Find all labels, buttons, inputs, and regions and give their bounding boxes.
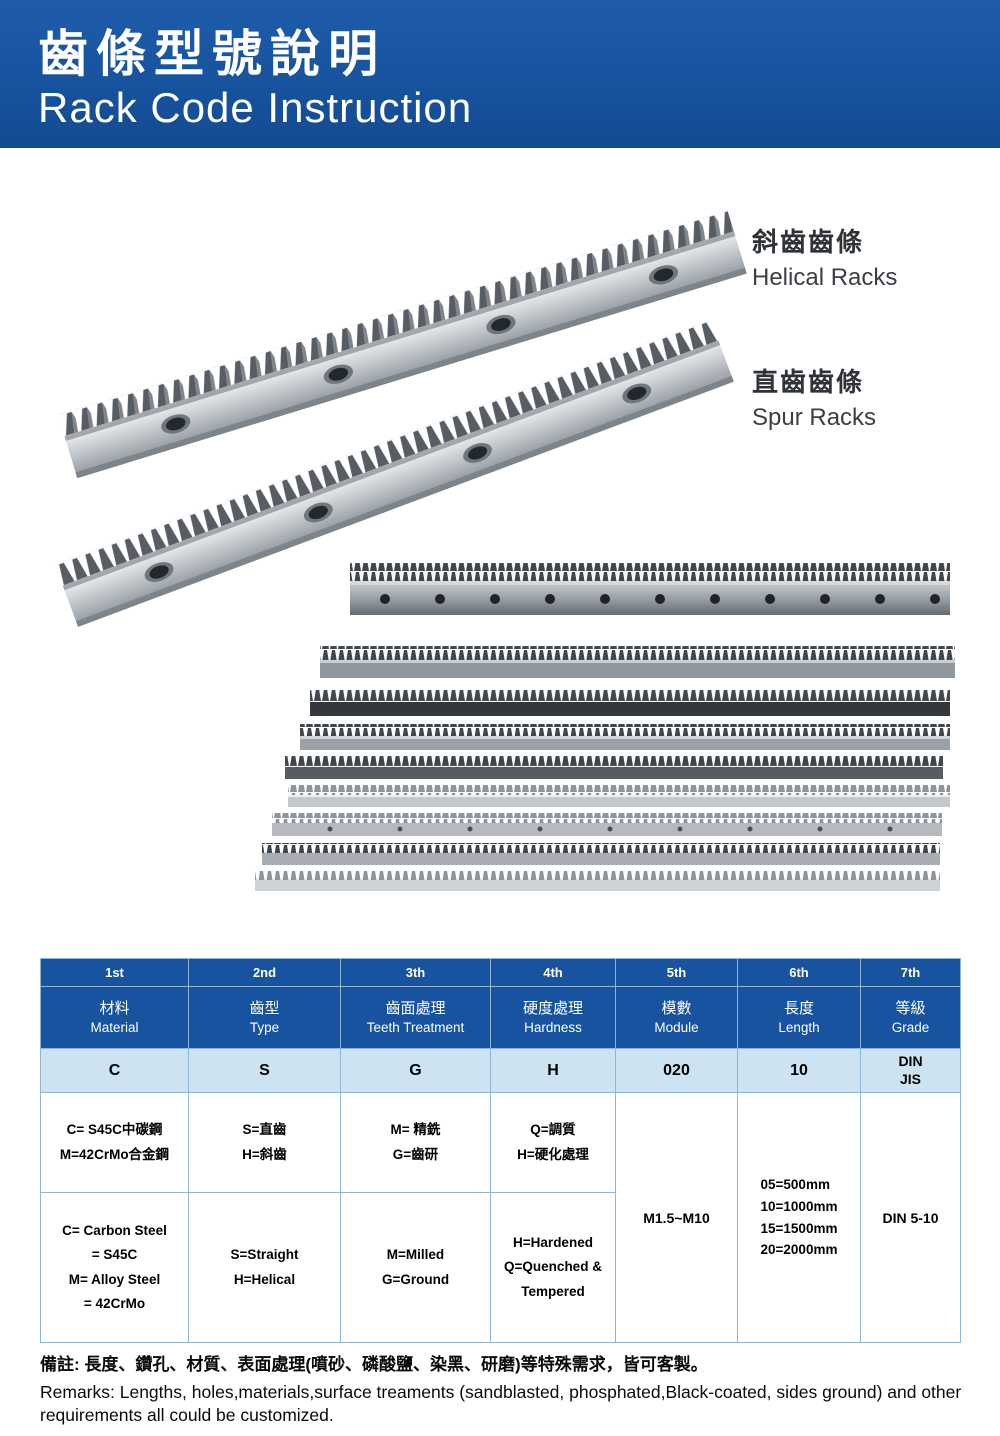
col-1st: 1st — [40, 958, 189, 987]
table-detail-en-row: C= Carbon Steel = S45C M= Alloy Steel = … — [40, 1192, 961, 1343]
table-code-row: C S G H 020 10 DIN JIS — [40, 1048, 961, 1093]
remarks-en: Remarks: Lengths, holes,materials,surfac… — [40, 1382, 962, 1425]
detail-type-en: S=Straight H=Helical — [188, 1192, 341, 1343]
col-5th: 5th — [615, 958, 738, 987]
table-position-row: 1st 2nd 3th 4th 5th 6th 7th — [40, 958, 961, 987]
code-teeth: G — [340, 1048, 491, 1093]
stack-rack-6 — [288, 785, 950, 807]
spur-rack-label: 直齒齒條 Spur Racks — [752, 362, 876, 432]
col-3th: 3th — [340, 958, 491, 987]
spur-rack-label-en: Spur Racks — [752, 404, 877, 431]
detail-teeth-zh: M= 精銑 G=齒研 — [340, 1092, 491, 1193]
header-material: 材料 Material — [40, 986, 189, 1049]
header-grade: 等級 Grade — [860, 986, 961, 1049]
page-header: 齒條型號說明 Rack Code Instruction — [0, 0, 1000, 148]
detail-material-zh: C= S45C中碳鋼 M=42CrMo合金鋼 — [40, 1092, 189, 1193]
table-detail-zh-row: C= S45C中碳鋼 M=42CrMo合金鋼 S=直齒 H=斜齒 M= 精銑 G… — [40, 1092, 961, 1343]
detail-teeth-en: M=Milled G=Ground — [340, 1192, 491, 1343]
header-hardness: 硬度處理 Hardness — [490, 986, 616, 1049]
header-length: 長度 Length — [737, 986, 861, 1049]
detail-hardness-en: H=Hardened Q=Quenched & Tempered — [490, 1192, 616, 1343]
code-module: 020 — [615, 1048, 738, 1093]
rack-photos-diagonal — [55, 210, 747, 627]
header-type: 齒型 Type — [188, 986, 341, 1049]
rack-stack-photo — [255, 563, 955, 891]
page-title-en: Rack Code Instruction — [38, 84, 473, 131]
stack-rack-1 — [350, 563, 950, 615]
stack-rack-4 — [300, 724, 950, 750]
helical-rack-label-zh: 斜齒齒條 — [752, 227, 865, 257]
stack-rack-9 — [255, 871, 940, 891]
table-header-row: 材料 Material 齒型 Type 齒面處理 Teeth Treatment… — [40, 986, 961, 1049]
code-material: C — [40, 1048, 189, 1093]
stack-rack-5 — [285, 756, 943, 779]
module-range: M1.5~M10 — [615, 1092, 738, 1343]
code-type: S — [188, 1048, 341, 1093]
page-title-zh: 齒條型號說明 — [38, 26, 386, 82]
spur-rack-image — [55, 319, 734, 627]
spur-rack-label-zh: 直齒齒條 — [752, 367, 865, 397]
col-4th: 4th — [490, 958, 616, 987]
remarks-zh: 備註: 長度、鑽孔、材質、表面處理(噴砂、磷酸鹽、染黑、研磨)等特殊需求，皆可客… — [40, 1355, 708, 1374]
length-options: 05=500mm 10=1000mm 15=1500mm 20=2000mm — [737, 1092, 861, 1343]
grade-range: DIN 5-10 — [860, 1092, 961, 1343]
detail-type-zh: S=直齒 H=斜齒 — [188, 1092, 341, 1193]
helical-rack-image — [58, 210, 747, 479]
col-6th: 6th — [737, 958, 861, 987]
code-hardness: H — [490, 1048, 616, 1093]
header-module: 模數 Module — [615, 986, 738, 1049]
detail-hardness-zh: Q=調質 H=硬化處理 — [490, 1092, 616, 1193]
helical-rack-label: 斜齒齒條 Helical Racks — [752, 222, 897, 292]
rack-code-table: 1st 2nd 3th 4th 5th 6th 7th 材料 Material … — [40, 958, 961, 1343]
stack-rack-3 — [310, 690, 950, 716]
detail-material-en: C= Carbon Steel = S45C M= Alloy Steel = … — [40, 1192, 189, 1343]
header-teeth-treatment: 齒面處理 Teeth Treatment — [340, 986, 491, 1049]
stack-rack-2 — [320, 646, 955, 678]
col-2nd: 2nd — [188, 958, 341, 987]
stack-rack-7 — [272, 813, 942, 836]
helical-rack-label-en: Helical Racks — [752, 264, 898, 291]
code-length: 10 — [737, 1048, 861, 1093]
col-7th: 7th — [860, 958, 961, 987]
stack-rack-8 — [262, 843, 940, 865]
code-grade: DIN JIS — [860, 1048, 961, 1093]
